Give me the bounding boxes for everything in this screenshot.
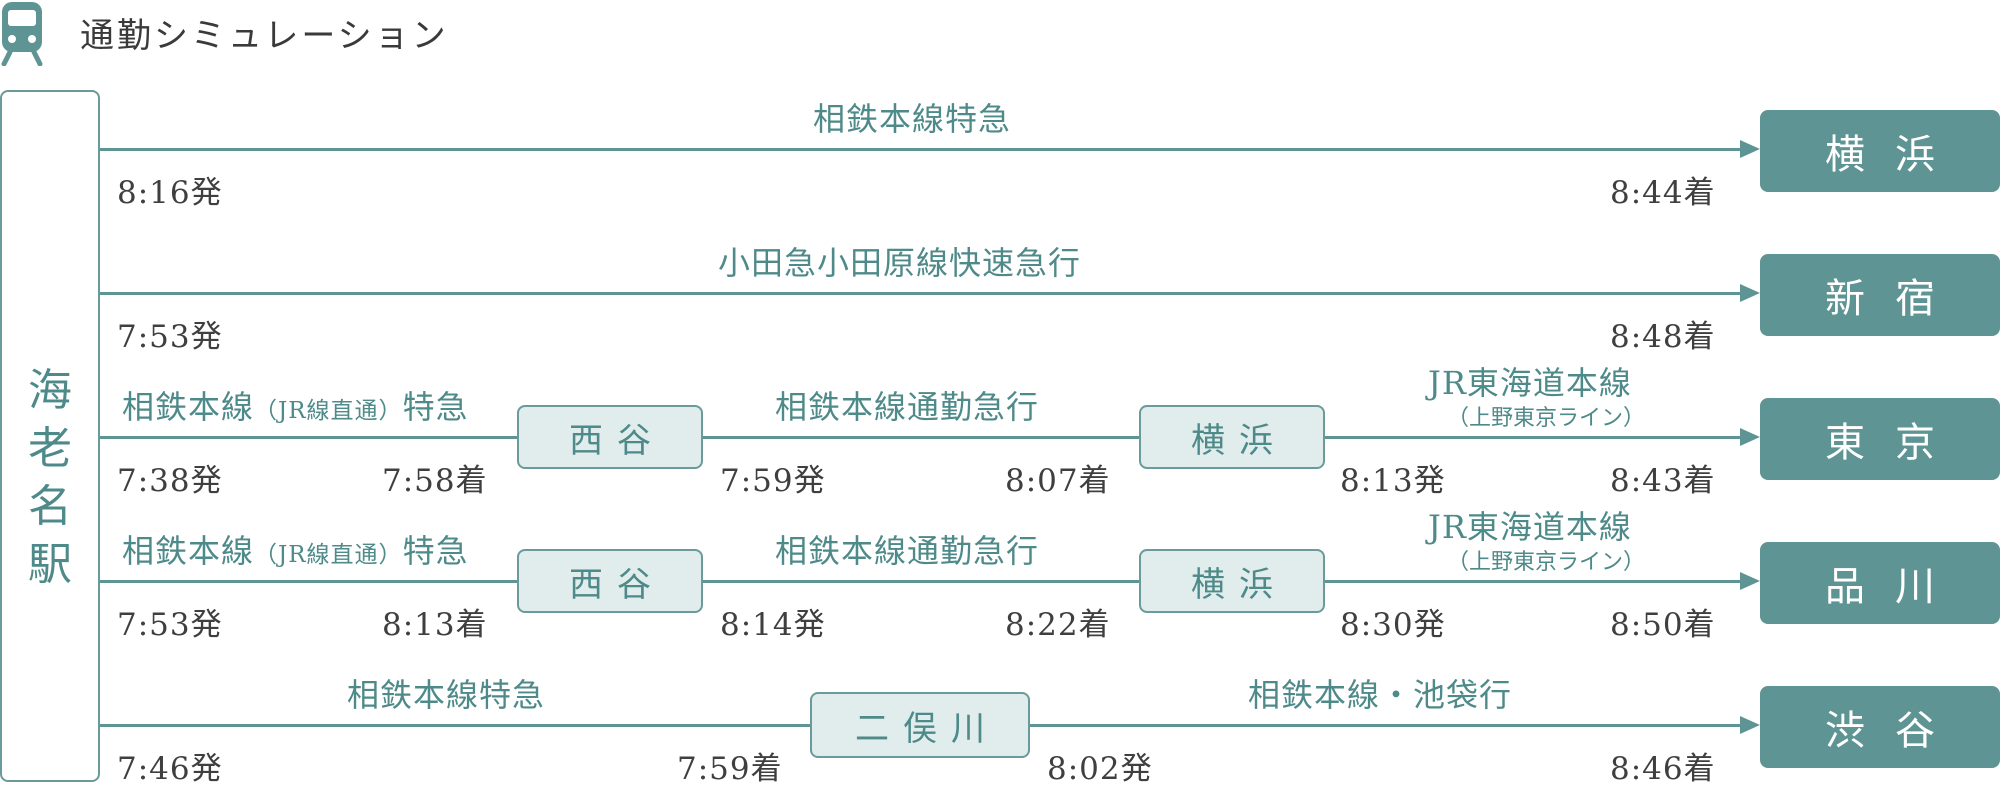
- arrow-icon: [1740, 428, 1760, 446]
- arrow-icon: [1740, 716, 1760, 734]
- route-line-label: 相鉄本線通勤急行: [775, 388, 1040, 426]
- route-line-sublabel: （上野東京ライン）: [1447, 550, 1646, 575]
- route-line: [100, 148, 1742, 151]
- transfer-station-nishiya[interactable]: 西谷: [517, 405, 703, 469]
- depart-time: 8:02発: [1047, 751, 1153, 787]
- depart-time: 7:53発: [117, 319, 223, 355]
- depart-time: 8:16発: [117, 175, 223, 211]
- route-row-shinagawa: 相鉄本線（JR線直通）特急 相鉄本線通勤急行 JR東海道本線 （上野東京ライン）…: [0, 508, 2000, 668]
- destination-shinjuku[interactable]: 新宿: [1760, 254, 2000, 336]
- origin-station-label: 海 老 名 駅: [28, 365, 72, 590]
- route-row-shibuya: 相鉄本線特急 相鉄本線・池袋行 二俣川 7:46発 7:59着 8:02発 8:…: [0, 668, 2000, 812]
- depart-time: 8:30発: [1340, 607, 1446, 643]
- arrive-time: 8:07着: [1005, 463, 1111, 499]
- route-line-label: JR東海道本線: [1428, 508, 1632, 546]
- arrive-time: 7:59着: [677, 751, 783, 787]
- depart-time: 8:13発: [1340, 463, 1446, 499]
- origin-station-box: 海 老 名 駅: [0, 90, 100, 782]
- route-line-label: 相鉄本線（JR線直通）特急: [122, 388, 469, 426]
- route-row-shinjuku: 小田急小田原線快速急行 7:53発 8:48着 新宿: [0, 236, 2000, 380]
- arrive-time: 8:13着: [382, 607, 488, 643]
- arrive-time: 8:50着: [1610, 607, 1716, 643]
- route-line-label: 相鉄本線通勤急行: [775, 532, 1040, 570]
- route-line-label: 相鉄本線・池袋行: [1248, 676, 1513, 714]
- transfer-station-nishiya[interactable]: 西谷: [517, 549, 703, 613]
- destination-shinagawa[interactable]: 品川: [1760, 542, 2000, 624]
- depart-time: 7:38発: [117, 463, 223, 499]
- route-line-sublabel: （上野東京ライン）: [1447, 406, 1646, 431]
- depart-time: 7:59発: [720, 463, 826, 499]
- arrive-time: 8:22着: [1005, 607, 1111, 643]
- page-title: 通勤シミュレーション: [80, 16, 449, 56]
- destination-tokyo[interactable]: 東京: [1760, 398, 2000, 480]
- destination-shibuya[interactable]: 渋谷: [1760, 686, 2000, 768]
- arrive-time: 8:48着: [1610, 319, 1716, 355]
- arrow-icon: [1740, 284, 1760, 302]
- depart-time: 8:14発: [720, 607, 826, 643]
- arrow-icon: [1740, 572, 1760, 590]
- route-row-yokohama: 相鉄本線特急 8:16発 8:44着 横浜: [0, 92, 2000, 236]
- arrive-time: 8:44着: [1610, 175, 1716, 211]
- depart-time: 7:53発: [117, 607, 223, 643]
- train-icon: [1, 2, 43, 66]
- transfer-station-futamatagawa[interactable]: 二俣川: [810, 692, 1030, 758]
- arrow-icon: [1740, 140, 1760, 158]
- arrive-time: 8:43着: [1610, 463, 1716, 499]
- route-line-label: 相鉄本線特急: [347, 676, 546, 714]
- arrive-time: 8:46着: [1610, 751, 1716, 787]
- route-line-label: 相鉄本線（JR線直通）特急: [122, 532, 469, 570]
- route-line: [100, 580, 1742, 583]
- arrive-time: 7:58着: [382, 463, 488, 499]
- route-line-label: JR東海道本線: [1428, 364, 1632, 402]
- route-row-tokyo: 相鉄本線（JR線直通）特急 相鉄本線通勤急行 JR東海道本線 （上野東京ライン）…: [0, 364, 2000, 524]
- transfer-station-yokohama[interactable]: 横浜: [1139, 549, 1325, 613]
- depart-time: 7:46発: [117, 751, 223, 787]
- route-line: [100, 292, 1742, 295]
- route-line-label: 小田急小田原線快速急行: [718, 244, 1082, 282]
- transfer-station-yokohama[interactable]: 横浜: [1139, 405, 1325, 469]
- destination-yokohama[interactable]: 横浜: [1760, 110, 2000, 192]
- route-line: [100, 436, 1742, 439]
- route-line-label: 相鉄本線特急: [813, 100, 1012, 138]
